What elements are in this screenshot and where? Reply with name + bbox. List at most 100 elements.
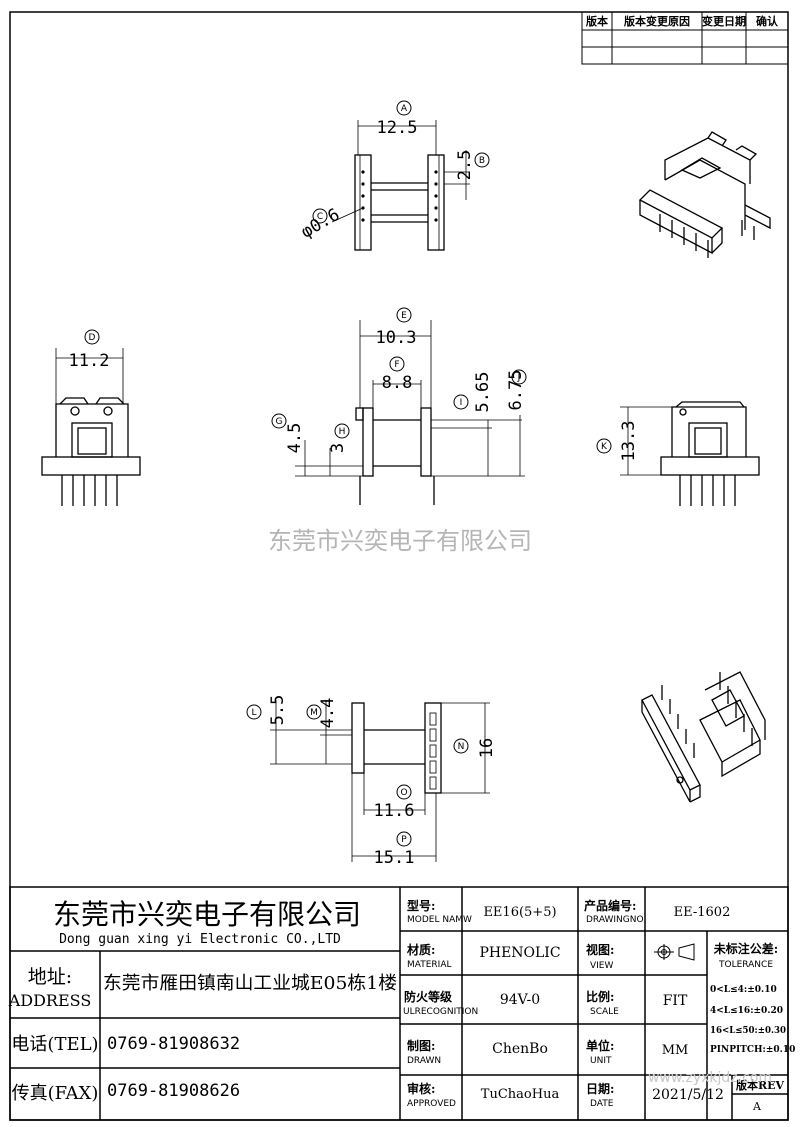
marker-d: D bbox=[84, 329, 100, 345]
drawn-value: ChenBo bbox=[492, 1041, 548, 1057]
fire-value: 94V-0 bbox=[500, 992, 540, 1008]
revision-table bbox=[581, 11, 789, 65]
svg-text:H: H bbox=[339, 427, 346, 437]
iso-view-bottom bbox=[641, 671, 766, 803]
watermark-text: 东莞市兴奕电子有限公司 bbox=[268, 527, 532, 555]
tel-value: 0769-81908632 bbox=[107, 1034, 240, 1054]
svg-text:N: N bbox=[458, 742, 465, 752]
dim-h-value: 3 bbox=[328, 443, 348, 453]
marker-a: A bbox=[396, 100, 412, 116]
svg-text:G: G bbox=[276, 417, 283, 427]
address-label-cn: 地址: bbox=[28, 966, 72, 988]
svg-text:L: L bbox=[251, 708, 256, 718]
dim-f-value: 8.8 bbox=[382, 373, 413, 393]
marker-p: P bbox=[396, 831, 412, 847]
bottom-view bbox=[270, 700, 490, 862]
front-view-left bbox=[41, 348, 141, 506]
tel-label: 电话(TEL) bbox=[11, 1034, 98, 1055]
dim-l-value: 5.5 bbox=[268, 695, 288, 726]
svg-text:B: B bbox=[479, 156, 485, 166]
address-label-en: ADDRESS bbox=[8, 991, 92, 1010]
svg-text:M: M bbox=[310, 708, 318, 718]
tolerance-label-en: TOLERANCE bbox=[718, 960, 773, 970]
side-view-center bbox=[295, 320, 525, 505]
dim-m-value: 4.4 bbox=[318, 698, 338, 729]
marker-o: O bbox=[396, 784, 412, 800]
marker-c: C bbox=[312, 208, 328, 224]
marker-k: K bbox=[596, 438, 612, 454]
marker-m: M bbox=[306, 704, 322, 720]
dim-d-value: 11.2 bbox=[69, 351, 110, 371]
svg-text:A: A bbox=[401, 104, 408, 114]
scale-label-cn: 比例: bbox=[586, 989, 614, 1004]
dim-e-value: 10.3 bbox=[376, 328, 417, 348]
drawn-label-en: DRAWN bbox=[407, 1056, 441, 1066]
company-name-en: Dong guan xing yi Electronic CO.,LTD bbox=[59, 932, 341, 947]
dim-b-value: 2.5 bbox=[455, 150, 475, 181]
date-label-en: DATE bbox=[590, 1099, 614, 1109]
rev-header-date: 变更日期 bbox=[702, 14, 746, 28]
material-label-en: MATERIAL bbox=[407, 960, 452, 970]
dim-j-value: 6.75 bbox=[506, 370, 526, 411]
iso-view-top bbox=[638, 131, 771, 258]
tolerance-row-3: 16<L≤50:±0.30 bbox=[710, 1026, 786, 1036]
drawing-no-value: EE-1602 bbox=[674, 905, 731, 920]
material-value: PHENOLIC bbox=[479, 945, 560, 961]
rev-label: 版本REV bbox=[736, 1078, 785, 1092]
svg-text:I: I bbox=[460, 398, 463, 408]
sheet-border bbox=[9, 11, 789, 1121]
marker-f: F bbox=[389, 356, 405, 372]
svg-text:O: O bbox=[400, 788, 407, 798]
model-value: EE16(5+5) bbox=[483, 905, 556, 920]
rev-header-confirm: 确认 bbox=[756, 14, 779, 28]
drawing-no-label-en: DRAWINGNO bbox=[586, 915, 644, 925]
rev-header-version: 版本 bbox=[586, 14, 608, 28]
svg-text:C: C bbox=[317, 212, 323, 222]
projection-symbol-icon bbox=[654, 943, 695, 961]
svg-text:P: P bbox=[401, 835, 407, 845]
date-value: 2021/5/12 bbox=[652, 1087, 724, 1103]
scale-value: FIT bbox=[663, 993, 688, 1009]
svg-text:E: E bbox=[401, 311, 407, 321]
top-view bbox=[331, 120, 470, 251]
model-label-cn: 型号: bbox=[407, 898, 435, 913]
tolerance-row-4: PINPITCH:±0.10 bbox=[710, 1045, 795, 1055]
marker-l: L bbox=[246, 704, 262, 720]
material-label-cn: 材质: bbox=[406, 942, 435, 957]
date-label-cn: 日期: bbox=[586, 1081, 614, 1096]
drawing-no-label-cn: 产品编号: bbox=[584, 898, 636, 913]
tolerance-row-2: 4<L≤16:±0.20 bbox=[710, 1006, 783, 1016]
fire-label-cn: 防火等级 bbox=[404, 989, 452, 1004]
dim-k-value: 13.3 bbox=[619, 421, 639, 462]
view-label-en: VIEW bbox=[590, 961, 613, 971]
front-view-right bbox=[620, 401, 760, 506]
fax-value: 0769-81908626 bbox=[107, 1081, 240, 1101]
fire-label-en: ULRECOGNITION bbox=[403, 1007, 478, 1017]
svg-text:F: F bbox=[394, 360, 399, 370]
marker-i: I bbox=[453, 394, 469, 410]
tolerance-row-1: 0<L≤4:±0.10 bbox=[710, 985, 777, 995]
svg-text:K: K bbox=[601, 442, 608, 452]
company-name-cn: 东莞市兴奕电子有限公司 bbox=[53, 898, 361, 931]
dim-g-value: 4.5 bbox=[285, 423, 305, 454]
dim-n-value: 16 bbox=[477, 738, 497, 758]
svg-text:J: J bbox=[517, 373, 521, 383]
scale-label-en: SCALE bbox=[590, 1007, 619, 1017]
approved-value: TuChaoHua bbox=[481, 1087, 560, 1102]
drawn-label-cn: 制图: bbox=[407, 1038, 435, 1053]
unit-label-en: UNIT bbox=[590, 1056, 612, 1066]
unit-label-cn: 单位: bbox=[586, 1038, 614, 1053]
dim-a-value: 12.5 bbox=[377, 118, 418, 138]
reference-markers: A B C D E F G H I J K L M N O P bbox=[84, 100, 612, 847]
approved-label-cn: 审核: bbox=[407, 1081, 435, 1096]
rev-header-reason: 版本变更原因 bbox=[624, 14, 690, 28]
address-value: 东莞市雁田镇南山工业城E05栋1楼 bbox=[103, 973, 397, 994]
dim-c-value: φ0.6 bbox=[298, 205, 343, 243]
rev-value: A bbox=[752, 1100, 762, 1113]
approved-label-en: APPROVED bbox=[407, 1099, 456, 1109]
dim-o-value: 11.6 bbox=[374, 801, 415, 821]
dim-i-value: 5.65 bbox=[473, 372, 493, 413]
marker-b: B bbox=[474, 152, 490, 168]
fax-label: 传真(FAX) bbox=[12, 1083, 99, 1104]
